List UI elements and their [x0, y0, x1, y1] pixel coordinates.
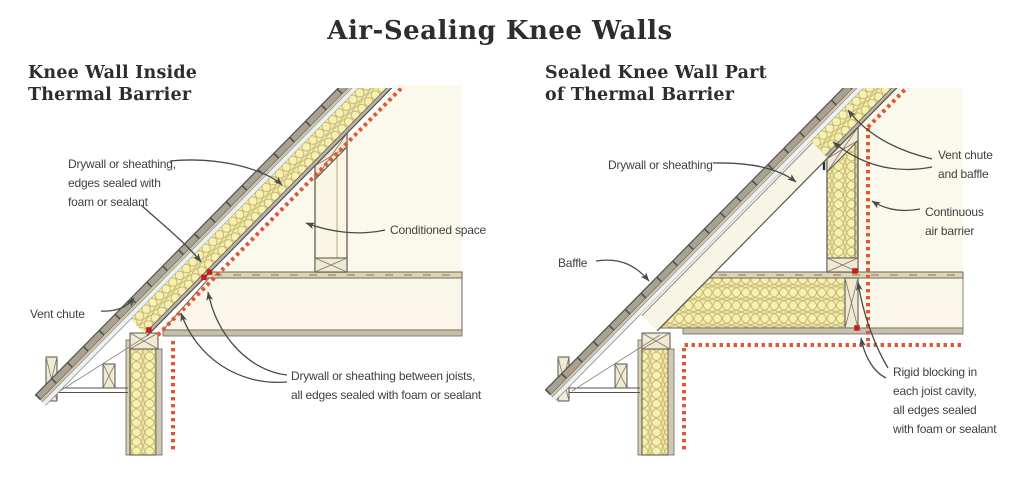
heading-line: Knee Wall Inside: [28, 63, 198, 83]
leader-arrow: [712, 162, 797, 183]
left-leader-arrows: [100, 159, 386, 383]
left-diagram-heading: Knee Wall Inside Thermal Barrier: [28, 62, 197, 106]
label-line: all edges sealed: [893, 403, 977, 417]
sealant-marker: [854, 325, 860, 331]
left-air-barrier: [156, 88, 415, 452]
leader-arrow: [871, 200, 921, 212]
label-drywall-sealed: Drywall or sheathing, edges sealed with …: [68, 155, 176, 212]
left-attic-floor: [161, 271, 463, 337]
label-line: all edges sealed with foam or sealant: [291, 388, 482, 402]
label-line: Vent chute: [938, 148, 993, 162]
label-line: each joist cavity,: [893, 384, 977, 398]
left-diagram: [34, 85, 463, 456]
label-line: Continuous: [925, 205, 984, 219]
sealant-marker: [852, 268, 858, 274]
left-exterior-wall: [125, 332, 163, 456]
sealant-marker: [206, 269, 213, 275]
sealant-marker: [146, 327, 152, 333]
right-conditioned-area: [858, 88, 963, 272]
label-line: foam or sealant: [68, 195, 148, 209]
air-barrier-dotted-line-right-roof: [866, 88, 921, 129]
air-barrier-dotted-line-left-roof: [156, 88, 415, 337]
label-vent-chute-left: Vent chute: [30, 305, 85, 324]
label-line: Drywall or sheathing between joists,: [291, 369, 476, 383]
label-line: Conditioned space: [390, 223, 487, 237]
label-line: Drywall or sheathing,: [68, 157, 176, 171]
leader-arrow: [180, 312, 288, 383]
air-barrier-dotted-line-ceiling-wall: [682, 343, 961, 452]
label-vent-chute-and-baffle: Vent chute and baffle: [938, 146, 993, 184]
label-conditioned-space: Conditioned space: [390, 221, 486, 240]
right-joist-space-conditioned: [857, 277, 964, 329]
right-roof-assembly: [544, 88, 912, 401]
label-drywall-between-joists: Drywall or sheathing between joists, all…: [291, 367, 481, 405]
leader-arrow: [140, 204, 202, 263]
label-drywall-or-sheathing: Drywall or sheathing: [608, 156, 713, 175]
heading-line: Thermal Barrier: [28, 85, 192, 105]
label-line: edges sealed with: [68, 176, 161, 190]
right-attic-floor: [658, 271, 964, 335]
label-line: Vent chute: [30, 307, 85, 321]
leader-arrow: [855, 281, 889, 369]
right-exterior-wall: [637, 332, 675, 456]
right-sealant-markers: [852, 268, 860, 331]
left-roof-assembly: [34, 88, 402, 406]
label-continuous-air-barrier: Continuous air barrier: [925, 203, 984, 241]
leader-arrow: [595, 259, 650, 282]
leader-arrow: [169, 159, 283, 186]
label-line: Baffle: [558, 256, 588, 270]
sealant-marker: [201, 274, 207, 281]
label-rigid-blocking: Rigid blocking in each joist cavity, all…: [893, 363, 997, 439]
figure-title: Air-Sealing Knee Walls: [327, 16, 673, 46]
right-air-barrier: [682, 88, 961, 452]
label-line: air barrier: [925, 224, 975, 238]
left-sealant-markers: [146, 269, 213, 333]
label-line: and baffle: [938, 167, 989, 181]
leader-arrow: [206, 291, 288, 376]
leader-arrow: [832, 141, 933, 171]
right-diagram: [544, 88, 964, 456]
label-line: Drywall or sheathing: [608, 158, 713, 172]
leader-arrow: [100, 297, 135, 312]
label-line: Rigid blocking in: [893, 365, 977, 379]
right-leader-arrows: [595, 109, 933, 379]
right-diagram-heading: Sealed Knee Wall Part of Thermal Barrier: [545, 62, 767, 106]
leader-arrow: [859, 337, 887, 379]
leader-arrow: [847, 109, 933, 160]
label-line: with foam or sealant: [893, 422, 997, 436]
leader-arrow: [305, 222, 386, 234]
heading-line: of Thermal Barrier: [545, 85, 735, 105]
label-baffle: Baffle: [558, 254, 587, 273]
heading-line: Sealed Knee Wall Part: [545, 63, 767, 83]
